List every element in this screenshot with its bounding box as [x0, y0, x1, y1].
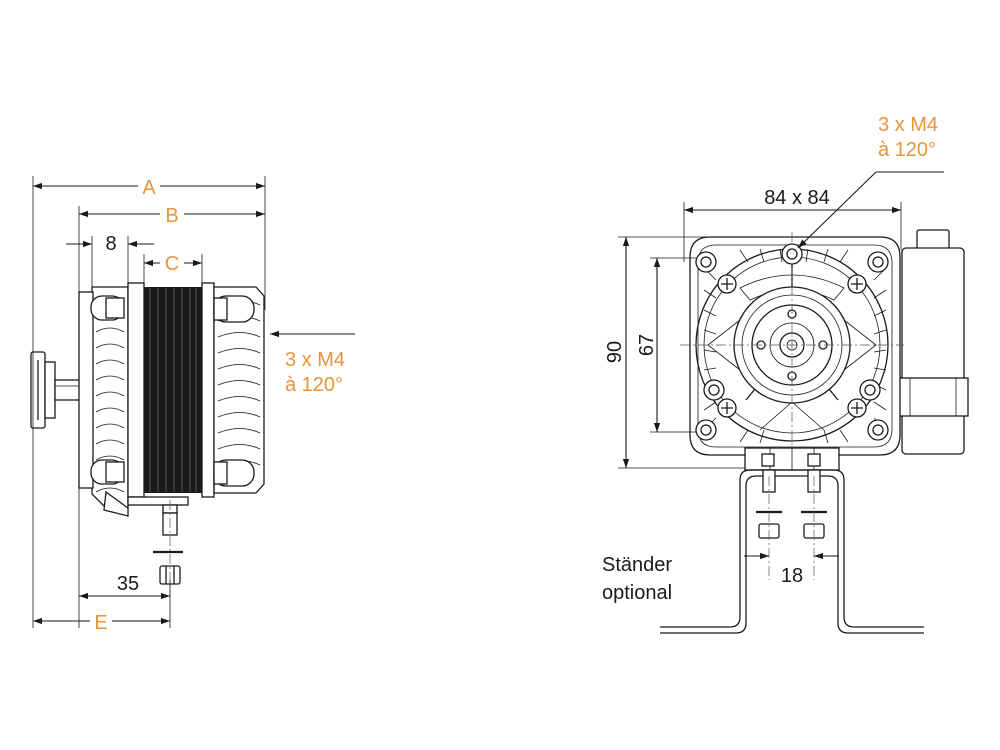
motor-shaft [54, 379, 83, 401]
dimension-e: E [33, 609, 170, 634]
dimension-b: B [79, 202, 265, 227]
dimension-stand-spacing: 18 [744, 552, 839, 587]
dimension-a: A [33, 174, 265, 199]
dimension-stand-spacing-label: 18 [781, 565, 803, 587]
front-screw-note-line2: à 120° [878, 139, 936, 161]
terminal-block [744, 447, 840, 471]
stand-label-line2: optional [602, 582, 672, 604]
stand-pins [756, 469, 827, 580]
side-view: A B 8 C 35 E [30, 174, 355, 634]
front-screw-callout: 3 x M4 à 120° [797, 114, 944, 249]
dimension-gap-label: 8 [105, 233, 116, 255]
stand-bracket [660, 469, 924, 634]
dimension-e-label: E [94, 612, 107, 634]
dimension-a-label: A [142, 177, 156, 199]
dimension-bolt-spacing-label: 67 [636, 334, 658, 356]
mounting-foot [103, 490, 189, 517]
capacitor [897, 229, 969, 455]
dimension-shaft-offset-label: 35 [117, 573, 139, 595]
stand-label-line1: Ständer [602, 554, 672, 576]
side-screw-note-line1: 3 x M4 [285, 349, 345, 371]
phillips-screws [717, 274, 867, 418]
rear-end-shield [78, 286, 129, 509]
dimension-c: C [144, 251, 202, 275]
dimension-c-label: C [165, 253, 179, 275]
stand-label: Ständer optional [602, 554, 672, 604]
front-end-shield [213, 286, 265, 494]
dimension-square-label: 84 x 84 [764, 187, 830, 209]
front-screw-note-line1: 3 x M4 [878, 114, 938, 136]
dimension-square: 84 x 84 [683, 187, 902, 262]
dimension-shaft-offset: 35 [79, 573, 170, 600]
dimension-height: 90 [604, 236, 745, 469]
front-view: 18 84 x 84 90 67 3 x M4 à 120° [602, 114, 969, 634]
dimension-bolt-spacing: 67 [636, 257, 696, 433]
side-screw-callout: 3 x M4 à 120° [270, 330, 355, 396]
side-screw-note-line2: à 120° [285, 374, 343, 396]
fan-hub [30, 351, 56, 429]
dimension-gap: 8 [66, 233, 154, 255]
dimension-b-label: B [165, 205, 178, 227]
corner-bolts [695, 243, 889, 441]
dimension-height-label: 90 [604, 341, 626, 363]
stator-stack [127, 282, 215, 498]
